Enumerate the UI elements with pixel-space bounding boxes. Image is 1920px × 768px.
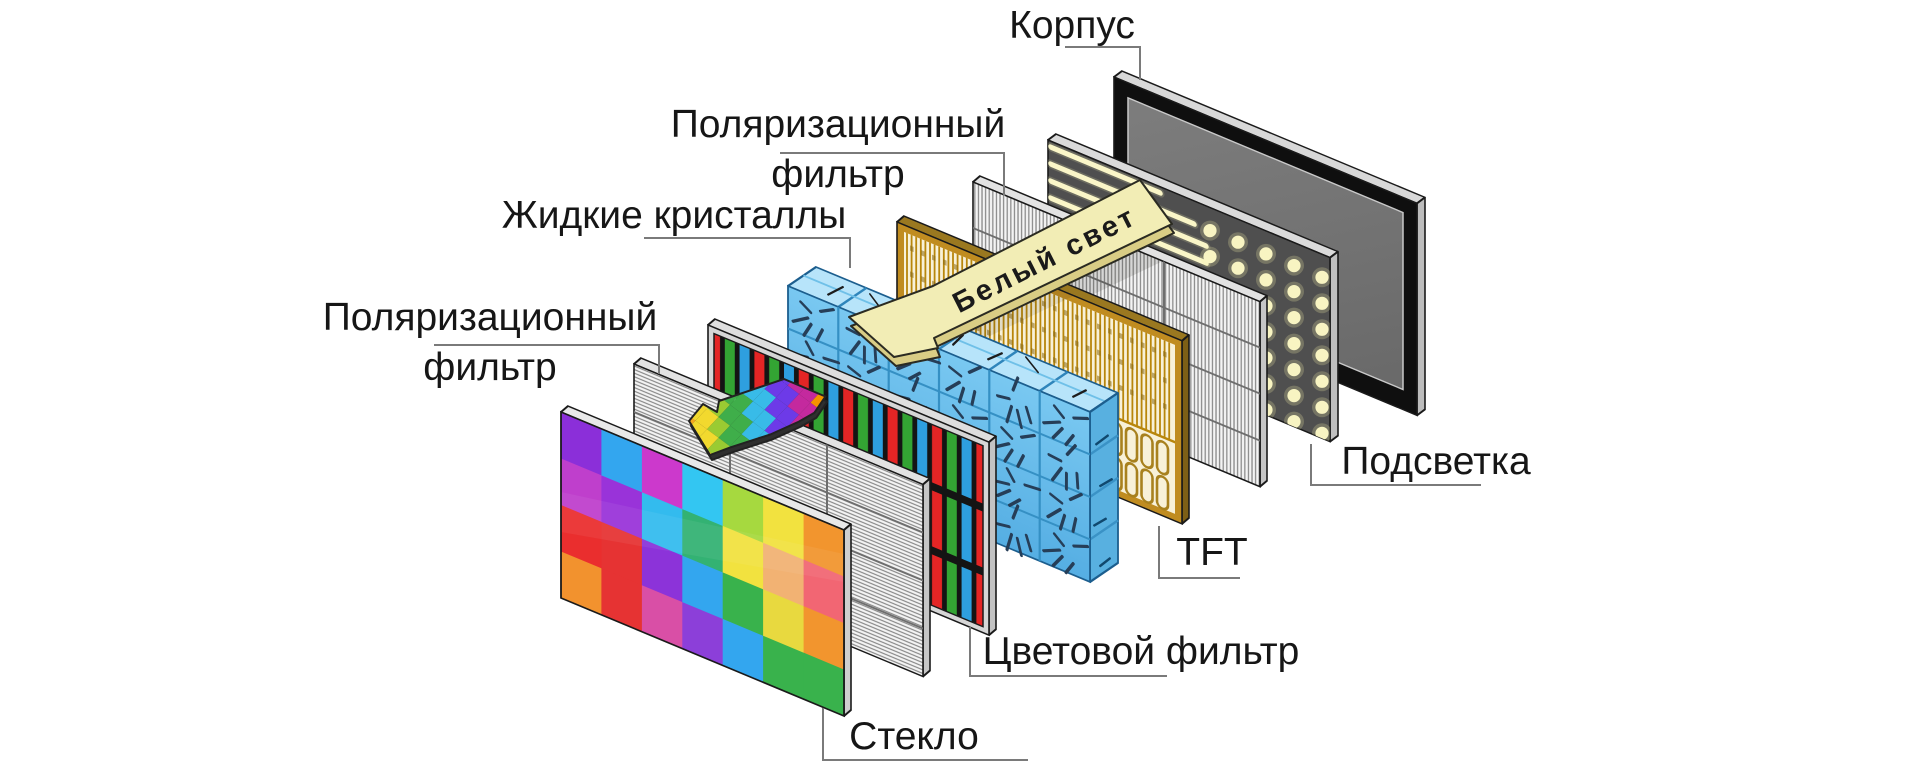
svg-text:Стекло: Стекло xyxy=(849,715,979,758)
svg-text:TFT: TFT xyxy=(1176,531,1247,574)
svg-text:Жидкие кристаллы: Жидкие кристаллы xyxy=(502,194,847,237)
svg-text:Подсветка: Подсветка xyxy=(1341,440,1531,483)
svg-text:Поляризационный: Поляризационный xyxy=(323,296,658,339)
svg-text:Корпус: Корпус xyxy=(1009,4,1135,47)
svg-text:Поляризационный: Поляризационный xyxy=(671,103,1006,146)
svg-text:фильтр: фильтр xyxy=(771,153,904,196)
svg-text:фильтр: фильтр xyxy=(423,346,556,389)
svg-text:Цветовой фильтр: Цветовой фильтр xyxy=(983,630,1300,673)
